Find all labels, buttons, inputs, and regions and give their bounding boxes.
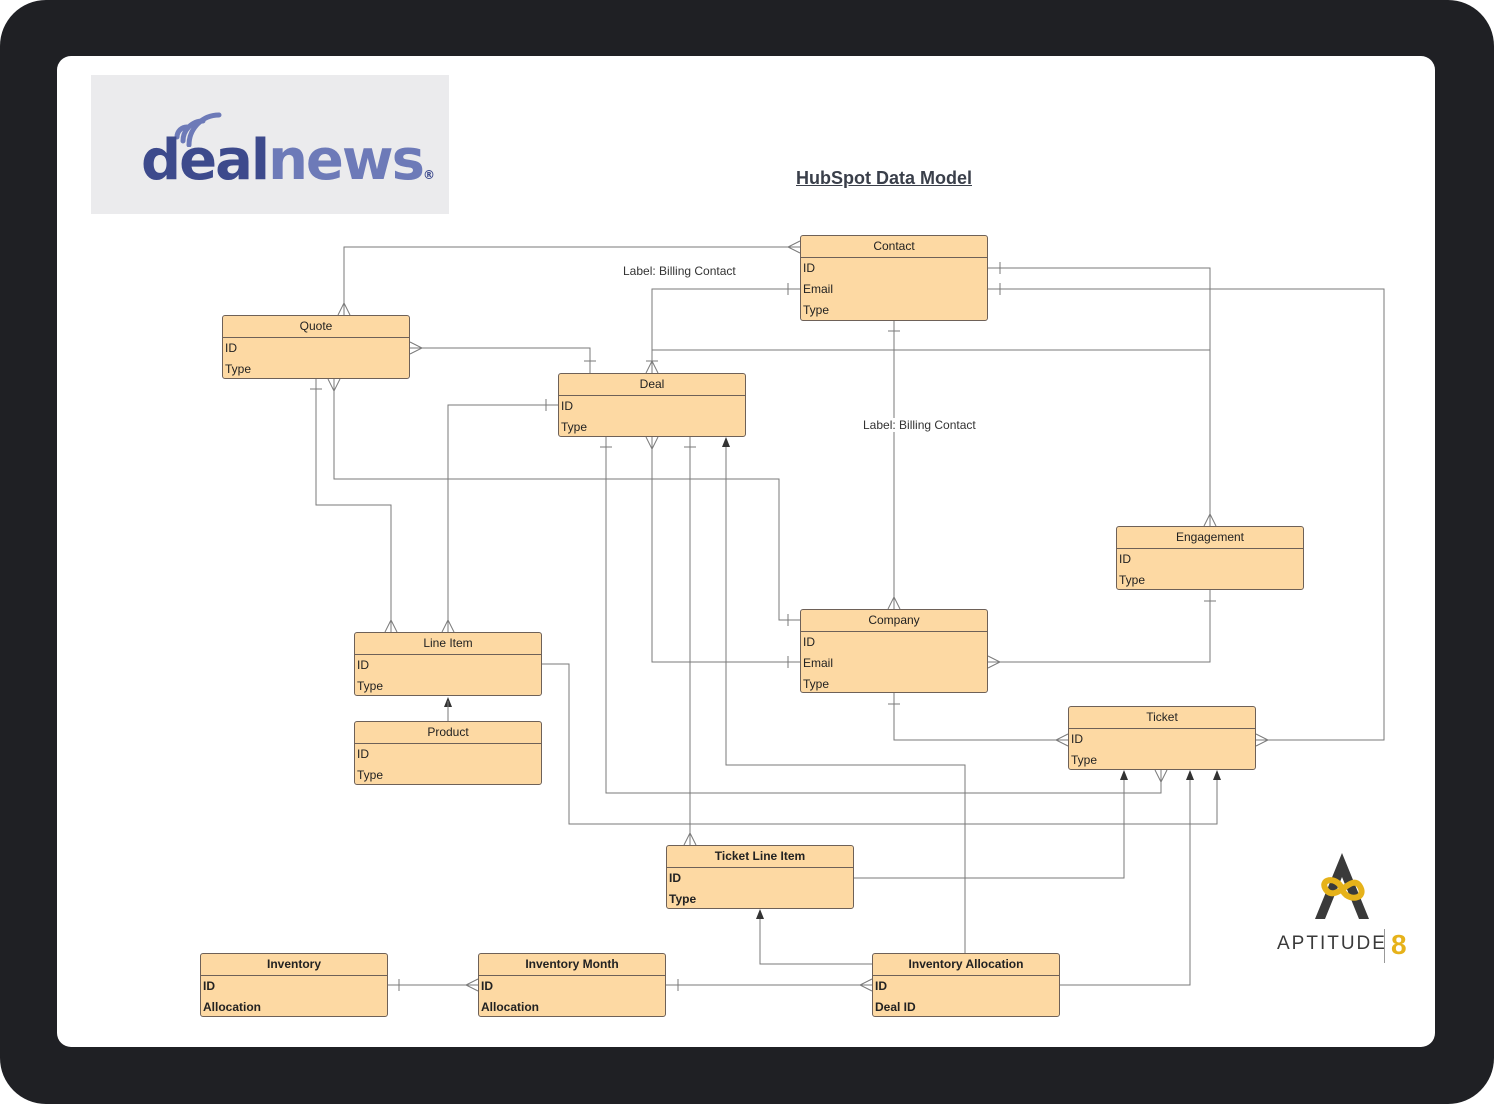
entity-field: ID <box>357 658 369 672</box>
entity-field: Email <box>803 282 834 296</box>
aptitude-separator <box>1384 929 1385 963</box>
edge-engagement-company <box>988 590 1211 663</box>
edge-contact-ticket <box>988 288 1385 741</box>
entity-field: ID <box>803 635 815 649</box>
diagram-title: HubSpot Data Model <box>796 168 972 188</box>
entity-field: Type <box>803 303 830 317</box>
entity-name: Ticket <box>1069 707 1255 729</box>
edge-contact-deal-billing <box>651 288 800 373</box>
entity-inventory[interactable]: Inventory ID Allocation <box>200 953 388 1017</box>
entity-field: Allocation <box>481 1000 540 1014</box>
aptitude-wordmark: APTITUDE <box>1277 933 1387 954</box>
edge-allocation-deal <box>725 444 966 953</box>
entity-ticket[interactable]: Ticket ID Type <box>1068 706 1256 770</box>
edge-company-ticket <box>893 693 1068 741</box>
edge-deal-lineitem <box>447 404 558 632</box>
entity-ticket-line-item[interactable]: Ticket Line Item ID Type <box>666 845 854 909</box>
edge-lineitem-ticket <box>542 663 1218 825</box>
logo-part-news: news <box>268 128 425 193</box>
entity-field: Type <box>1071 753 1098 767</box>
entity-name: Engagement <box>1117 527 1303 549</box>
entity-field: Type <box>1119 573 1146 587</box>
entity-contact[interactable]: Contact ID Email Type <box>800 235 988 321</box>
edge-allocation-ticket <box>1059 778 1191 986</box>
entity-field: Deal ID <box>875 1000 916 1014</box>
edge-allocation-ticketlineitem <box>759 916 872 965</box>
signal-waves-icon <box>174 112 222 147</box>
edge-ticketlineitem-ticket <box>854 778 1125 879</box>
entity-quote[interactable]: Quote ID Type <box>222 315 410 379</box>
entity-field: ID <box>481 979 493 993</box>
entity-field: ID <box>1119 552 1131 566</box>
entity-field: Type <box>357 768 384 782</box>
entity-field: Type <box>803 677 830 691</box>
entity-field: ID <box>561 399 573 413</box>
entity-field: ID <box>875 979 887 993</box>
entity-engagement[interactable]: Engagement ID Type <box>1116 526 1304 590</box>
entity-deal[interactable]: Deal ID Type <box>558 373 746 437</box>
entity-name: Product <box>355 722 541 744</box>
entity-name: Line Item <box>355 633 541 655</box>
edge-quote-company <box>333 379 800 621</box>
edge-label-billing-contact-top: Label: Billing Contact <box>623 264 736 278</box>
edge-deal-engagement <box>651 349 1211 526</box>
aptitude-logo-mark-icon <box>1315 853 1369 919</box>
entity-name: Inventory Month <box>479 954 665 976</box>
entity-name: Inventory Allocation <box>873 954 1059 976</box>
entity-field: ID <box>669 871 681 885</box>
entity-name: Company <box>801 610 987 632</box>
diagram-canvas: dealnews® HubSpot Data Model <box>57 56 1435 1047</box>
entity-line-item[interactable]: Line Item ID Type <box>354 632 542 696</box>
entity-product[interactable]: Product ID Type <box>354 721 542 785</box>
edge-quote-lineitem <box>315 379 392 632</box>
dealnews-logo: dealnews® <box>91 75 449 214</box>
entity-company[interactable]: Company ID Email Type <box>800 609 988 693</box>
edge-label-billing-contact-mid: Label: Billing Contact <box>863 418 976 432</box>
logo-part-deal: deal <box>141 128 270 193</box>
entity-field: Allocation <box>203 1000 262 1014</box>
entity-name: Inventory <box>201 954 387 976</box>
relationship-connectors <box>310 240 1385 992</box>
entity-field: Type <box>669 892 697 906</box>
logo-registered: ® <box>422 168 435 182</box>
entity-field: Type <box>561 420 588 434</box>
entity-inventory-allocation[interactable]: Inventory Allocation ID Deal ID <box>872 953 1060 1017</box>
entity-field: Email <box>803 656 834 670</box>
entity-field: ID <box>803 261 815 275</box>
entity-name: Ticket Line Item <box>667 846 853 868</box>
entity-field: ID <box>357 747 369 761</box>
edge-deal-company <box>651 437 800 663</box>
entity-field: ID <box>225 341 237 355</box>
edge-quote-contact <box>343 246 800 315</box>
entity-field: Type <box>225 362 252 376</box>
entity-field: ID <box>1071 732 1083 746</box>
entity-field: Type <box>357 679 384 693</box>
entity-field: ID <box>203 979 215 993</box>
aptitude-number: 8 <box>1391 929 1407 960</box>
entity-name: Quote <box>223 316 409 338</box>
edge-quote-deal <box>410 347 591 373</box>
entity-inventory-month[interactable]: Inventory Month ID Allocation <box>478 953 666 1017</box>
logo-wordmark: dealnews® <box>141 133 435 189</box>
edge-contact-engagement <box>988 267 1211 350</box>
entity-name: Deal <box>559 374 745 396</box>
entity-name: Contact <box>801 236 987 258</box>
